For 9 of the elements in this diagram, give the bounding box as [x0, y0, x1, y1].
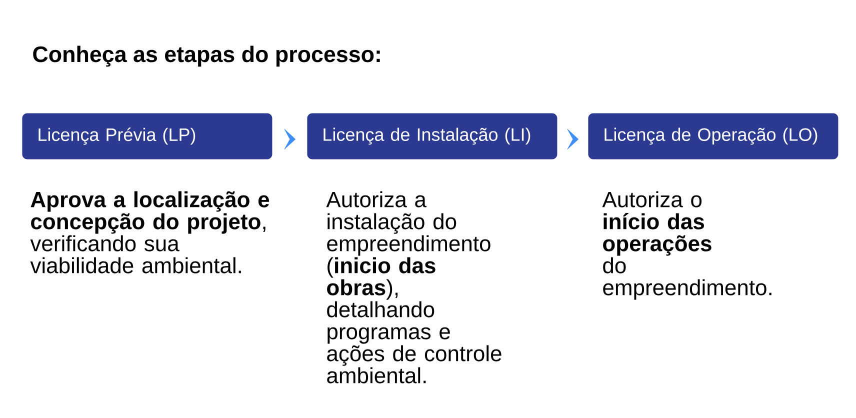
- stage-box: Licença Prévia (LP): [22, 113, 272, 160]
- stage-box: Licença de Instalação (LI): [307, 113, 558, 160]
- description-text: Autoriza o início das operações do empreendimento.: [602, 191, 772, 300]
- chevron-arrow: [567, 128, 579, 150]
- stage-box: Licença de Operação (LO): [588, 113, 838, 160]
- chevron-arrow: [284, 128, 296, 150]
- description-text: Autoriza a instalação do empreendimento (inicio das obras), detalhando programas e ações de controle ambiental.: [326, 191, 502, 384]
- title: Conheça as etapas do processo:: [33, 46, 380, 67]
- description-text: Aprova a localização e concepção do projeto, verificando sua viabilidade ambiental.: [30, 191, 270, 274]
